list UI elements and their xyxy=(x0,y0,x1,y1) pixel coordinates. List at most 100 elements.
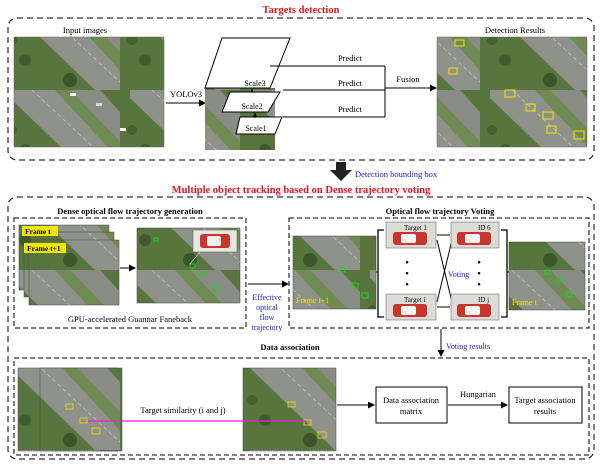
frame-t1-tag xyxy=(24,243,66,253)
section-title-tracking: Multiple object tracking based on Dense … xyxy=(172,185,431,196)
detection-box xyxy=(546,125,557,134)
results-box-line-2: results xyxy=(534,406,556,416)
left-track-boxes xyxy=(65,403,101,435)
target-dot: • xyxy=(405,279,409,291)
gpu-caption: GPU-accelerated Guannar Faneback xyxy=(68,314,193,324)
optical-flow-title: Dense optical flow trajectory generation xyxy=(57,206,203,216)
matrix-box-line-1: Data association xyxy=(383,395,440,405)
zoomed-car-roof xyxy=(207,236,221,246)
data-association-title: Data association xyxy=(260,342,320,352)
frame-t-tag xyxy=(22,226,58,236)
voting-panel xyxy=(288,217,590,329)
voting-frame-t-image xyxy=(508,241,586,311)
flow-vector xyxy=(556,277,563,283)
detection-box xyxy=(448,67,458,75)
effective-label-line-2: optical xyxy=(256,303,279,312)
frame-t-text: Frame t xyxy=(25,227,51,236)
target-dot: • xyxy=(405,268,409,280)
track-box xyxy=(317,431,327,439)
detection-box xyxy=(525,103,536,112)
id-dot: • xyxy=(477,279,481,291)
detection-panel xyxy=(7,17,595,161)
scale3-map xyxy=(204,37,291,89)
detection-box xyxy=(542,111,554,120)
voting-title: Optical flow trajectory Voting xyxy=(386,206,496,216)
scale2-map xyxy=(221,91,281,113)
effective-label-line-4: trajectory xyxy=(252,323,283,332)
flow-vector xyxy=(212,284,221,292)
detection-boxes xyxy=(448,39,585,140)
id-j-roof xyxy=(465,306,480,315)
flow-vector xyxy=(565,291,573,298)
voting-label: Voting xyxy=(448,270,469,279)
flow-vector xyxy=(351,282,359,289)
flow-vector xyxy=(544,269,551,275)
scale2-label: Scale2 xyxy=(241,102,262,111)
fusion-label: Fusion xyxy=(396,74,420,84)
track-box xyxy=(65,403,74,410)
section-down-arrow xyxy=(330,162,352,181)
effective-label-line-3: flow xyxy=(260,313,275,322)
frame-t1-text: Frame t+1 xyxy=(27,244,61,253)
association-image-left-front xyxy=(39,367,123,452)
flow-vectors xyxy=(153,237,221,292)
flow-vector xyxy=(361,292,369,299)
predict-label-3: Predict xyxy=(338,104,363,114)
yolov3-label: YOLOv3 xyxy=(170,89,202,99)
scale1-label: Scale1 xyxy=(245,124,266,133)
target-1-roof xyxy=(401,234,416,243)
association-results-box xyxy=(508,386,583,424)
predict-label-1: Predict xyxy=(338,53,363,63)
similarity-label: Target similarity (i and j) xyxy=(140,405,225,415)
car xyxy=(96,103,102,106)
right-bracket xyxy=(501,229,508,318)
vote-cross-line xyxy=(436,239,453,303)
inset-pointer xyxy=(189,251,201,265)
optical-flow-panel xyxy=(13,217,247,329)
flow-vector xyxy=(189,263,196,269)
detection-results-label: Detection Results xyxy=(485,25,545,35)
detection-box xyxy=(504,89,516,98)
target-i-label: Target i xyxy=(404,296,425,304)
scale1-map xyxy=(235,116,283,135)
association-image-right xyxy=(242,367,337,452)
hungarian-label: Hungarian xyxy=(460,389,497,399)
track-box xyxy=(79,417,88,424)
scale3-label: Scale3 xyxy=(244,79,265,88)
detection-result-image xyxy=(436,36,588,148)
voting-frame-t-label: Frame t xyxy=(512,298,537,307)
id-dot: • xyxy=(477,268,481,280)
car xyxy=(70,93,76,96)
detection-box xyxy=(454,39,465,47)
track-box xyxy=(287,401,296,408)
id-6-label: ID 6 xyxy=(478,224,491,232)
left-bracket xyxy=(377,229,384,318)
voting-frame-t1-label: Frame t+1 xyxy=(296,296,329,305)
car xyxy=(120,128,126,131)
input-images-label: Input images xyxy=(63,25,107,35)
target-dot: • xyxy=(405,257,409,269)
section-title-detection: Targets detection xyxy=(263,5,340,16)
track-box xyxy=(303,419,312,426)
association-matrix-box xyxy=(375,386,448,424)
voting-frame-t-vectors xyxy=(544,269,573,298)
voting-flow-vectors xyxy=(339,267,369,299)
right-track-boxes xyxy=(287,401,327,439)
target-1-label: Target 1 xyxy=(404,224,427,232)
effective-label-line-1: Effective xyxy=(252,293,282,302)
input-aerial-image xyxy=(13,36,165,148)
id-dot: • xyxy=(477,257,481,269)
voting-results-label: Voting results xyxy=(446,342,490,351)
id-j-label: ID j xyxy=(478,296,489,304)
bbox-link-label: Detection bounding box xyxy=(355,169,438,179)
target-i-roof xyxy=(401,306,416,315)
track-box xyxy=(91,427,101,435)
flow-vector xyxy=(153,237,159,242)
matrix-box-line-2: matrix xyxy=(400,406,423,416)
tracking-panel xyxy=(7,196,595,460)
results-box-line-1: Target association xyxy=(514,395,576,405)
flow-vector xyxy=(339,267,346,273)
flow-vector xyxy=(199,271,206,277)
detection-box xyxy=(573,130,585,140)
